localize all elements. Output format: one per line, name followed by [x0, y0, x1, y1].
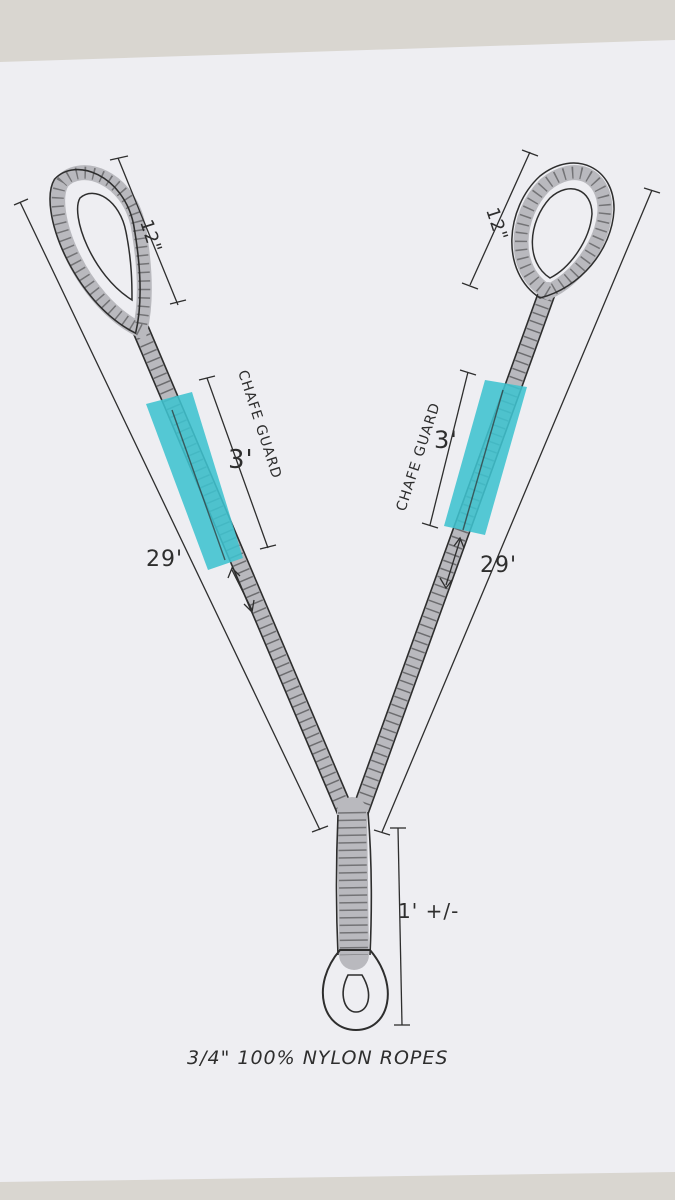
- right-chafe-guard: [444, 380, 527, 535]
- bottom-eye-loop: [321, 949, 389, 1032]
- left-chafe-guard: [146, 392, 243, 570]
- left-eye-loop: [49, 165, 152, 341]
- right-eye-loop: [511, 162, 615, 301]
- left-guard-length-label: 3': [228, 445, 254, 475]
- paper-sheet: [0, 40, 675, 1182]
- center-splice: [335, 797, 373, 970]
- right-leg-length-label: 29': [480, 553, 517, 578]
- right-guard-length-label: 3': [434, 426, 458, 454]
- rope-spec-caption: 3/4" 100% NYLON ROPES: [187, 1047, 448, 1069]
- dimension-lines: [13, 149, 661, 1026]
- left-leg-length-label: 29': [146, 547, 183, 572]
- right-rope-leg: [351, 282, 557, 820]
- splice-length-label: 1' +/-: [398, 899, 459, 923]
